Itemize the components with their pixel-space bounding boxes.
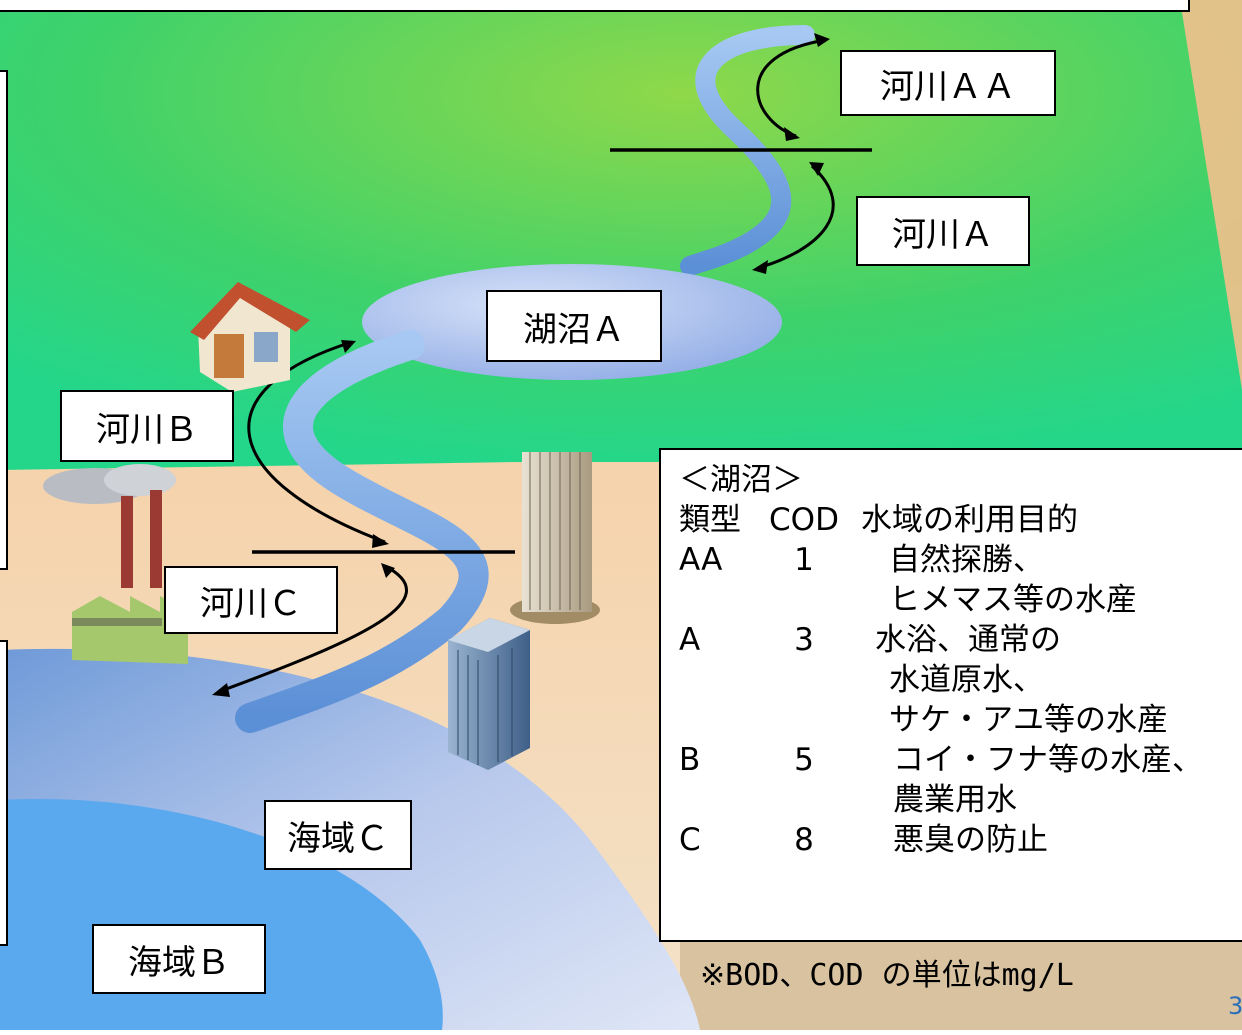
- arrowhead: [372, 534, 389, 548]
- row-type: A: [679, 622, 701, 658]
- label-lake-a: 湖沼Ａ: [486, 290, 662, 362]
- row-cod: 1: [794, 542, 814, 578]
- label-river-a: 河川Ａ: [856, 196, 1030, 266]
- mountain: [0, 0, 1242, 470]
- arrowhead: [784, 127, 800, 141]
- land-shadow-bottom: [680, 940, 1242, 1030]
- legend-row: B 5 コイ・フナ等の水産、: [679, 740, 1242, 780]
- legend-header-row: 類型 COD 水域の利用目的: [679, 500, 1242, 540]
- legend-row: AA 1 自然探勝、: [679, 540, 1242, 580]
- tower-building-icon: [510, 452, 600, 624]
- label-sea-c: 海域Ｃ: [264, 800, 412, 870]
- house-icon: [190, 282, 310, 392]
- row-purpose: 自然探勝、: [889, 542, 1044, 578]
- arrowhead: [341, 340, 356, 353]
- legend-row-continuation: サケ・アユ等の水産: [679, 700, 1242, 740]
- cropped-box-top: [0, 0, 1190, 12]
- row-cod: 5: [794, 742, 814, 778]
- arrowhead: [212, 683, 230, 697]
- river-lower: [235, 330, 489, 733]
- row-cod: 3: [794, 622, 814, 658]
- row-purpose: 水道原水、: [889, 662, 1044, 698]
- row-purpose: 悪臭の防止: [893, 822, 1048, 858]
- header-type: 類型: [679, 502, 741, 538]
- factory-icon: [43, 464, 188, 664]
- legend-row-continuation: ヒメマス等の水産: [679, 580, 1242, 620]
- cropped-box-left-lower: [0, 640, 8, 946]
- arrow-river-b: [247, 340, 386, 544]
- legend-row: A 3 水浴、通常の: [679, 620, 1242, 660]
- row-type: AA: [679, 542, 723, 578]
- arrowhead: [752, 260, 768, 274]
- legend-row-continuation: 水道原水、: [679, 660, 1242, 700]
- page-number: 3: [1228, 992, 1242, 1020]
- legend-row-continuation: 農業用水: [679, 780, 1242, 820]
- row-type: B: [679, 742, 701, 778]
- label-river-aa: 河川ＡＡ: [840, 50, 1056, 116]
- label-sea-b: 海域Ｂ: [92, 924, 266, 994]
- row-cod: 8: [794, 822, 814, 858]
- lake-classification-legend: ＜湖沼＞ 類型 COD 水域の利用目的 AA 1 自然探勝、 ヒメマス等の水産 …: [659, 448, 1242, 942]
- arrowhead: [809, 162, 824, 176]
- label-river-c: 河川Ｃ: [164, 566, 338, 634]
- arrow-river-aa: [756, 38, 827, 138]
- header-purpose: 水域の利用目的: [861, 502, 1078, 538]
- row-purpose: ヒメマス等の水産: [889, 582, 1137, 618]
- arrow-river-c: [217, 564, 408, 694]
- row-purpose: 水浴、通常の: [875, 622, 1061, 658]
- arrowhead: [381, 563, 395, 578]
- office-building-icon: [448, 618, 530, 770]
- row-purpose: コイ・フナ等の水産、: [893, 742, 1203, 778]
- row-purpose: 農業用水: [893, 782, 1017, 818]
- cropped-box-left-upper: [0, 70, 8, 570]
- legend-title-text: ＜湖沼＞: [679, 462, 803, 498]
- arrowhead: [814, 33, 830, 47]
- arrow-river-a: [757, 164, 835, 270]
- mountain-right-edge: [1180, 0, 1242, 390]
- legend-title: ＜湖沼＞: [679, 460, 1242, 500]
- legend-row: C 8 悪臭の防止: [679, 820, 1242, 860]
- label-river-b: 河川Ｂ: [60, 390, 234, 462]
- river-upper: [680, 25, 815, 276]
- unit-note: ※BOD、COD の単位はmg/L: [700, 958, 1074, 993]
- row-type: C: [679, 822, 701, 858]
- row-purpose: サケ・アユ等の水産: [889, 702, 1168, 738]
- header-cod: COD: [769, 502, 839, 538]
